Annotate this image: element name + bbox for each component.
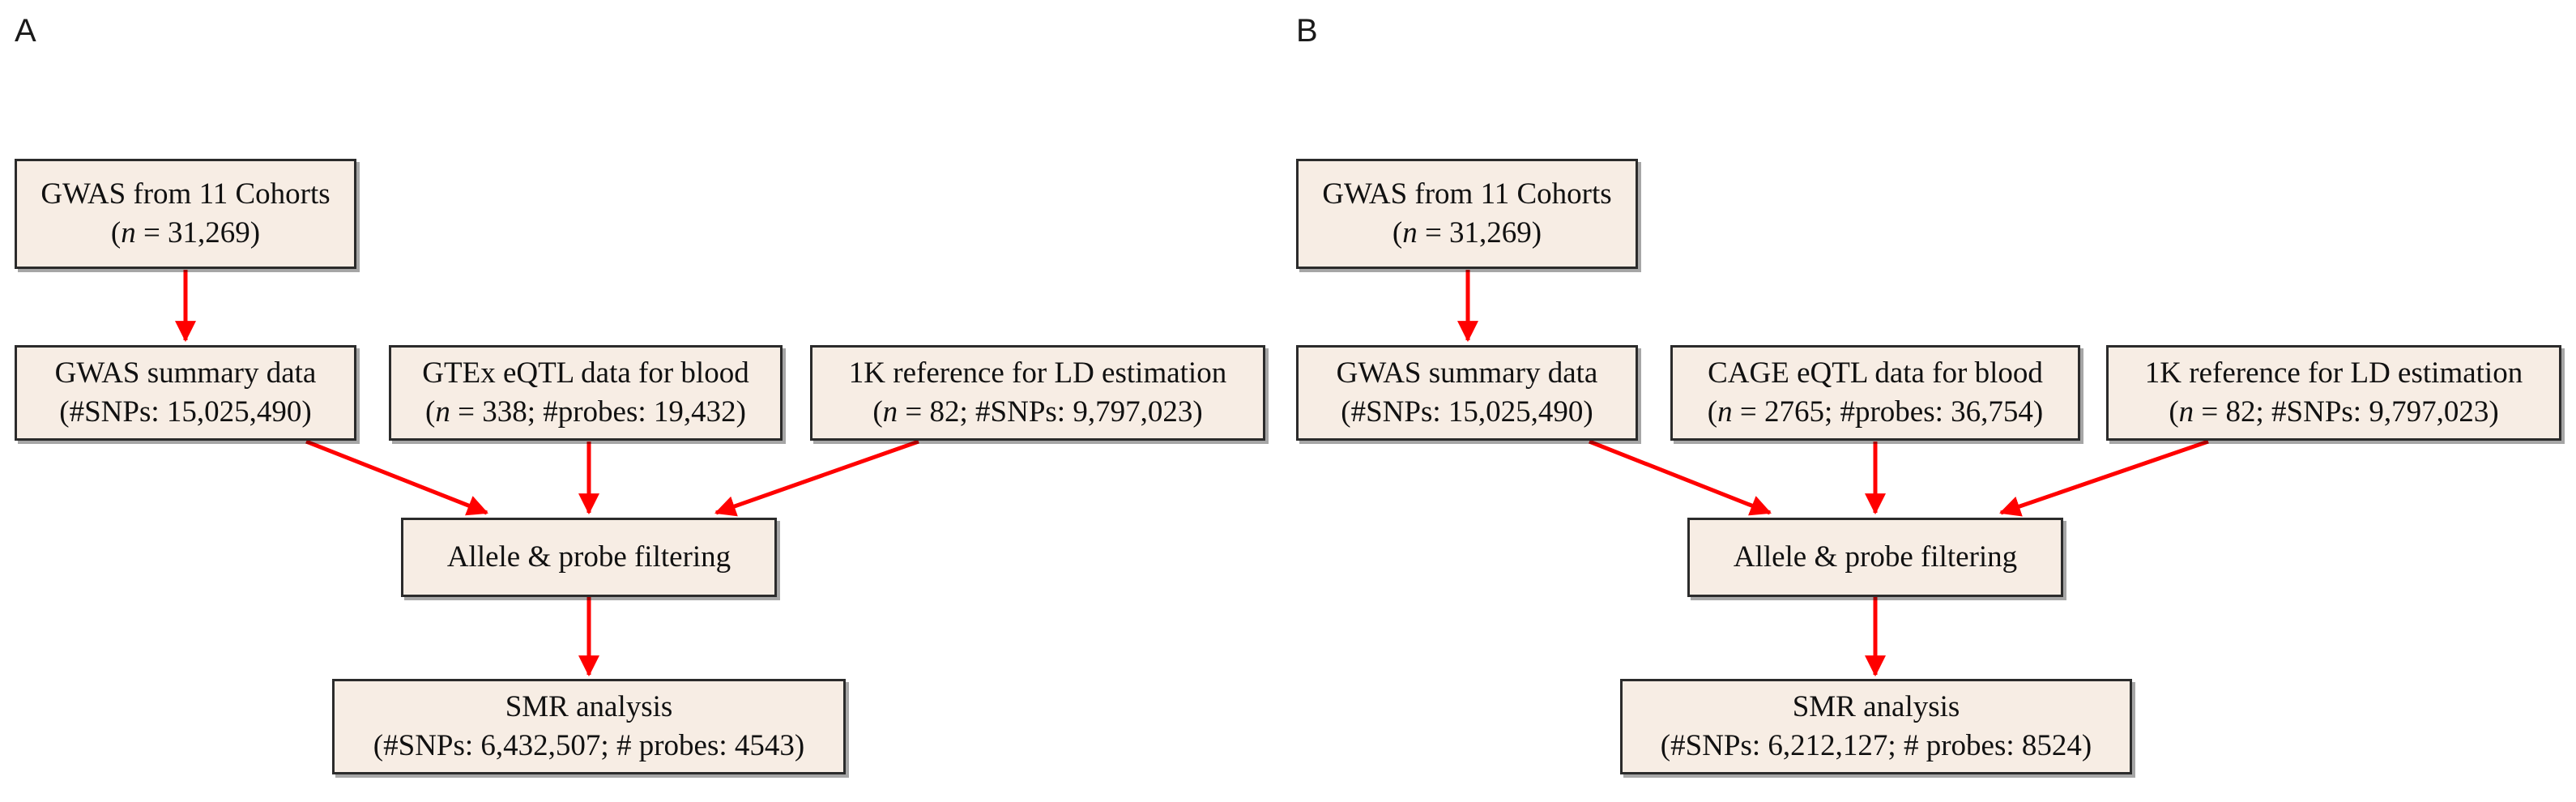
arrow-reference-to-filtering bbox=[1999, 439, 2209, 517]
panel-a-node-reference: 1K reference for LD estimation (n = 82; … bbox=[810, 345, 1265, 441]
panel-label-a: A bbox=[15, 13, 36, 49]
node-line-2: (#SNPs: 15,025,490) bbox=[1341, 395, 1593, 429]
node-line-1: SMR analysis bbox=[1792, 689, 1960, 723]
panel-a-node-filtering: Allele & probe filtering bbox=[401, 518, 777, 597]
node-line-1: 1K reference for LD estimation bbox=[848, 356, 1227, 390]
node-line-2: (n = 338; #probes: 19,432) bbox=[425, 395, 746, 429]
panel-b-node-gwas-summary: GWAS summary data (#SNPs: 15,025,490) bbox=[1296, 345, 1638, 441]
node-line-1: GWAS summary data bbox=[1336, 356, 1598, 390]
node-line-1: GWAS from 11 Cohorts bbox=[41, 177, 331, 211]
arrow-reference-to-filtering bbox=[714, 439, 919, 517]
node-line-1: CAGE eQTL data for blood bbox=[1708, 356, 2043, 390]
panel-a-node-eqtl: GTEx eQTL data for blood (n = 338; #prob… bbox=[389, 345, 783, 441]
panel-b-arrows bbox=[1457, 270, 2209, 677]
panel-a-arrows bbox=[175, 270, 919, 677]
node-line-1: GTEx eQTL data for blood bbox=[422, 356, 749, 390]
node-line-2: (n = 82; #SNPs: 9,797,023) bbox=[872, 395, 1203, 429]
node-line-2: (n = 31,269) bbox=[1392, 216, 1542, 250]
node-line-1: 1K reference for LD estimation bbox=[2144, 356, 2523, 390]
arrow-summary-to-filtering bbox=[305, 439, 488, 516]
node-line-2: (#SNPs: 15,025,490) bbox=[59, 395, 312, 429]
node-line-2: (n = 2765; #probes: 36,754) bbox=[1707, 395, 2044, 429]
panel-a-node-smr: SMR analysis (#SNPs: 6,432,507; # probes… bbox=[332, 679, 846, 774]
node-line-1: SMR analysis bbox=[505, 689, 673, 723]
panel-a-node-gwas-summary: GWAS summary data (#SNPs: 15,025,490) bbox=[15, 345, 356, 441]
panel-b-node-reference: 1K reference for LD estimation (n = 82; … bbox=[2106, 345, 2561, 441]
panel-label-b: B bbox=[1296, 13, 1318, 49]
node-line-2: (n = 31,269) bbox=[110, 216, 261, 250]
arrow-summary-to-filtering bbox=[1589, 439, 1772, 516]
panel-b-node-gwas-cohorts: GWAS from 11 Cohorts (n = 31,269) bbox=[1296, 159, 1638, 269]
panel-b-node-smr: SMR analysis (#SNPs: 6,212,127; # probes… bbox=[1620, 679, 2132, 774]
node-line-1: GWAS from 11 Cohorts bbox=[1322, 177, 1612, 211]
node-line-2: (n = 82; #SNPs: 9,797,023) bbox=[2169, 395, 2499, 429]
node-line-1: Allele & probe filtering bbox=[446, 540, 731, 574]
panel-a-node-gwas-cohorts: GWAS from 11 Cohorts (n = 31,269) bbox=[15, 159, 356, 269]
node-line-2: (#SNPs: 6,212,127; # probes: 8524) bbox=[1660, 729, 2092, 762]
panel-b-node-eqtl: CAGE eQTL data for blood (n = 2765; #pro… bbox=[1670, 345, 2080, 441]
node-line-1: GWAS summary data bbox=[54, 356, 317, 390]
node-line-2: (#SNPs: 6,432,507; # probes: 4543) bbox=[373, 729, 805, 762]
panel-b-node-filtering: Allele & probe filtering bbox=[1687, 518, 2063, 597]
node-line-1: Allele & probe filtering bbox=[1733, 540, 2018, 574]
